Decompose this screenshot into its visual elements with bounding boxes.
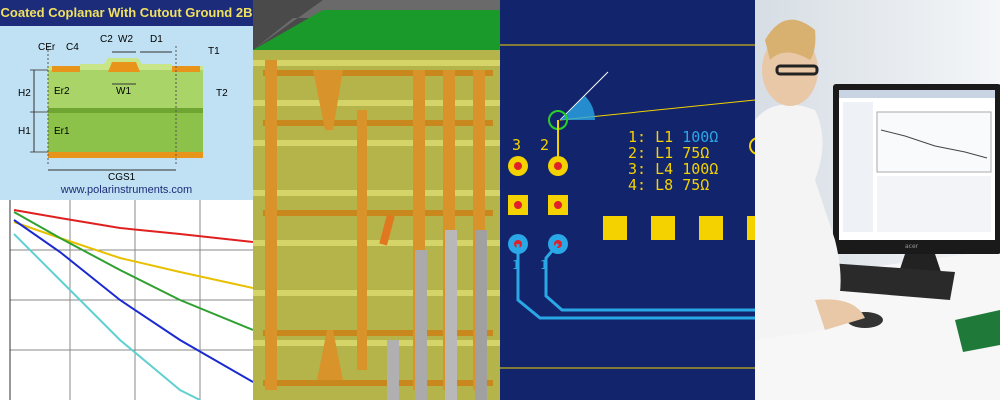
ground-trace-left bbox=[52, 66, 80, 72]
buried-via bbox=[379, 214, 395, 246]
keyboard bbox=[805, 262, 955, 300]
engineer-photo-panel: acer bbox=[755, 0, 1000, 400]
smd-pad-3 bbox=[699, 216, 723, 240]
diff-trace-a bbox=[516, 244, 755, 320]
legend-row-3: 3: L4 100Ω bbox=[628, 160, 719, 178]
smd-pad-4 bbox=[747, 216, 755, 240]
pcb-sample bbox=[955, 310, 1000, 352]
acer-logo-icon: acer bbox=[905, 243, 919, 250]
label-t2: T2 bbox=[216, 88, 228, 99]
label-er2: Er2 bbox=[54, 86, 70, 97]
glasses-icon bbox=[775, 64, 819, 76]
legend-row-2: 2: L1 75Ω bbox=[628, 144, 710, 162]
smd-pad-2 bbox=[651, 216, 675, 240]
series-blue bbox=[13, 219, 253, 383]
smd-pad-1 bbox=[603, 216, 627, 240]
bottom-ground-plane bbox=[48, 152, 203, 158]
dielectric-er2 bbox=[48, 70, 203, 108]
dielectric-er1 bbox=[48, 112, 203, 152]
monitor-stand bbox=[899, 254, 941, 272]
impedance-calculator-panel: Coated Coplanar With Cutout Ground 2B bbox=[0, 0, 253, 400]
website-url: www.polarinstruments.com bbox=[60, 184, 193, 196]
legend-row-4: 4: L8 75Ω bbox=[628, 176, 710, 194]
label-t1: T1 bbox=[208, 46, 220, 57]
label-w2: W2 bbox=[118, 34, 133, 45]
label-d1: D1 bbox=[150, 34, 163, 45]
series-cyan bbox=[13, 233, 201, 400]
series-red bbox=[13, 209, 253, 243]
label-cer: CEr bbox=[38, 42, 56, 53]
label-c4: C4 bbox=[66, 42, 79, 53]
hair bbox=[765, 19, 816, 60]
hand bbox=[815, 299, 865, 330]
signal-trace bbox=[108, 62, 140, 72]
copper-layers bbox=[263, 70, 493, 386]
top-soldermask bbox=[253, 10, 500, 50]
board-3d-graphic bbox=[253, 0, 500, 400]
label-h1: H1 bbox=[18, 126, 31, 137]
pcb-3d-render-panel bbox=[253, 0, 500, 400]
workstation-photo: acer bbox=[755, 0, 1000, 400]
cross-section-diagram: CEr C4 C2 W2 D1 T1 H2 Er2 W1 T2 H1 Er1 C… bbox=[0, 26, 253, 200]
stackup-graphic bbox=[30, 46, 203, 171]
label-cgs1: CGS1 bbox=[108, 172, 136, 183]
legend-row-1: 1: L1 100Ω bbox=[628, 128, 719, 146]
structure-title: Coated Coplanar With Cutout Ground 2B bbox=[0, 0, 253, 26]
pad-number-1a: 1 bbox=[512, 258, 520, 272]
series-green bbox=[13, 211, 253, 331]
label-w1: W1 bbox=[116, 86, 131, 97]
press-fit-pins bbox=[387, 230, 487, 400]
loss-chart bbox=[0, 200, 253, 400]
label-c2: C2 bbox=[100, 34, 113, 45]
series-yellow bbox=[13, 221, 253, 289]
diff-trace-b bbox=[544, 243, 755, 312]
lab-coat bbox=[755, 104, 841, 340]
pad-number-3: 3 bbox=[512, 136, 522, 154]
pad-number-1b: 1 bbox=[540, 258, 548, 272]
label-er1: Er1 bbox=[54, 126, 70, 137]
ground-trace-right bbox=[172, 66, 200, 72]
pcb-layout-panel: 3 2 1 1 1: L1 100Ω 2: L1 75Ω 3: L4 100Ω … bbox=[500, 0, 755, 400]
layout-canvas bbox=[500, 44, 755, 369]
pad-number-2: 2 bbox=[540, 136, 550, 154]
label-h2: H2 bbox=[18, 88, 31, 99]
